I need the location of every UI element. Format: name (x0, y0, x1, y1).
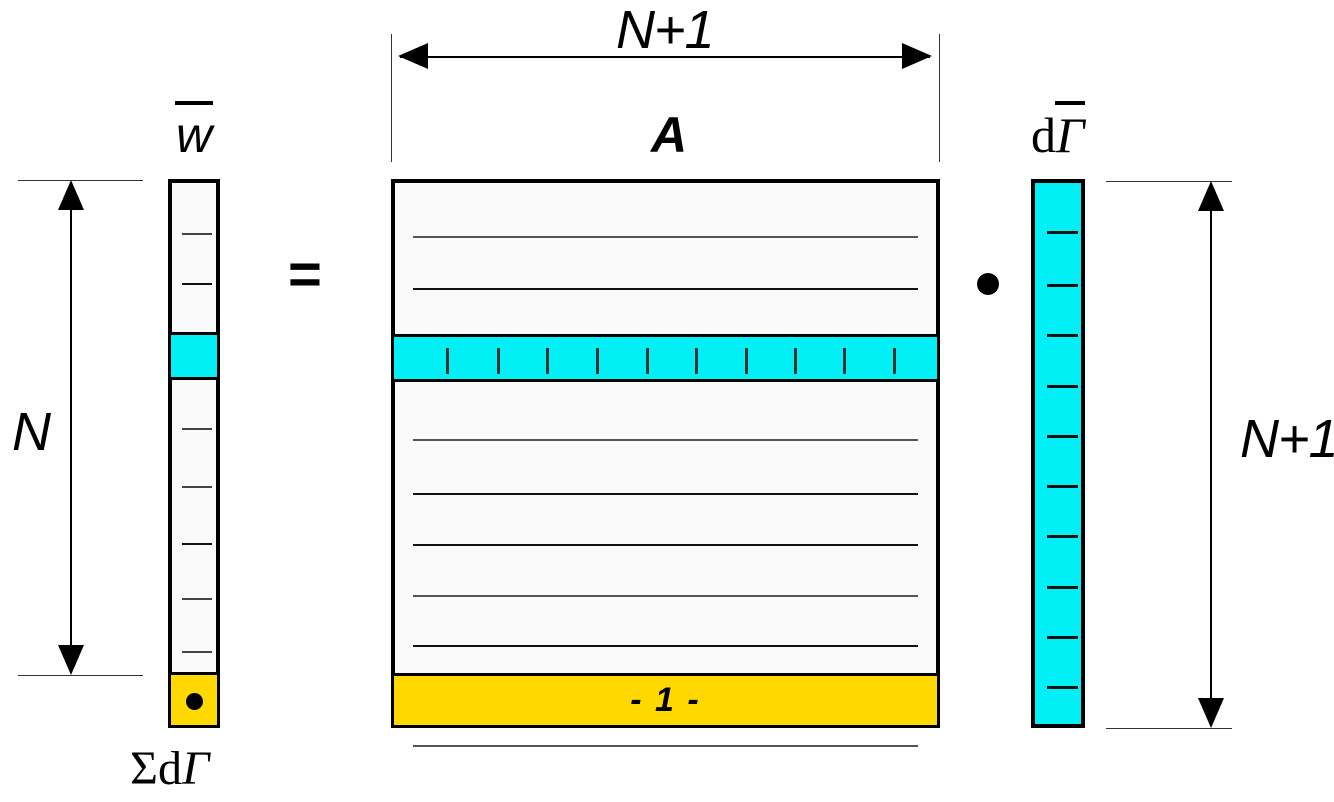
matrix-a-cyan-tick (546, 348, 549, 374)
vector-dgamma-gamma-glyph: Γ (1056, 107, 1085, 163)
vector-dgamma-d-glyph: d (1031, 107, 1056, 163)
left-dim-extension-bottom (18, 675, 143, 676)
matrix-a-cyan-tick (695, 348, 698, 374)
matrix-a-rule (413, 645, 918, 647)
sigma-glyph: Σ (130, 742, 158, 795)
vector-dgamma-tick (1047, 435, 1078, 438)
vector-w-tick (182, 428, 212, 430)
vector-w-tick (182, 651, 212, 653)
overbar-icon (1055, 101, 1086, 105)
gamma-glyph: Γ (181, 742, 210, 795)
sum-dgamma-label: ΣdΓ (130, 745, 209, 793)
top-dimension-label: N+1 (616, 0, 715, 60)
top-dim-extension-right (939, 34, 940, 162)
right-dimension-label: N+1 (1240, 409, 1334, 469)
left-dim-arrow-shaft (70, 186, 72, 668)
matrix-a-rule (413, 236, 918, 238)
matrix-a-cyan-tick (745, 348, 748, 374)
vector-w-box (168, 179, 220, 728)
left-dimension-label: N (12, 402, 51, 462)
vector-w-tick (182, 598, 212, 600)
vector-dgamma-tick (1047, 686, 1078, 689)
matrix-a-rule (413, 288, 918, 290)
matrix-a-symbol: A (651, 107, 688, 163)
matrix-a-cyan-tick (596, 348, 599, 374)
vector-dgamma-tick (1047, 231, 1078, 234)
left-dim-arrowhead-down-icon (58, 645, 84, 675)
vector-w-symbol: w (175, 100, 214, 163)
matrix-a-rule (413, 544, 918, 546)
vector-dgamma-tick (1047, 535, 1078, 538)
matrix-a-cyan-tick (893, 348, 896, 374)
vector-dgamma-tick (1047, 636, 1078, 639)
vector-dgamma-box (1031, 179, 1085, 728)
matrix-a-rule (413, 493, 918, 495)
vector-w-tick (182, 543, 212, 545)
matrix-a-cyan-tick (646, 348, 649, 374)
right-dim-arrowhead-up-icon (1198, 181, 1224, 211)
matrix-a-box: - 1 - (391, 179, 940, 747)
matrix-a-cyan-tick (843, 348, 846, 374)
matrix-a-minus-one-text: - 1 - (630, 681, 701, 719)
top-dim-arrowhead-right-icon (902, 43, 932, 69)
right-dim-arrow-shaft (1210, 187, 1212, 721)
top-dim-arrowhead-left-icon (398, 43, 428, 69)
matrix-a-cyan-tick (497, 348, 500, 374)
vector-w-glyph: w (176, 107, 213, 163)
matrix-a-cyan-tick (446, 348, 449, 374)
matrix-a-rule (413, 595, 918, 597)
matrix-a-cyan-tick (794, 348, 797, 374)
vector-w-overbar-group: w (175, 100, 214, 163)
vector-w-tick (182, 283, 212, 285)
matrix-a-rule (413, 745, 918, 747)
d-glyph: d (157, 742, 182, 795)
vector-dgamma-tick (1047, 586, 1078, 589)
vector-dgamma-tick (1047, 334, 1078, 337)
matrix-a-yellow-row: - 1 - (394, 673, 937, 725)
vector-w-tick (182, 486, 212, 488)
vector-w-tick (182, 233, 212, 235)
vector-dgamma-tick (1047, 284, 1078, 287)
vector-w-cyan-cell (171, 332, 217, 380)
vector-dgamma-tick (1047, 485, 1078, 488)
vector-dgamma-tick (1047, 385, 1078, 388)
matrix-a-cyan-row (394, 334, 937, 382)
dot-product-operator-icon (977, 273, 999, 295)
right-dim-extension-bottom (1106, 728, 1232, 729)
vector-dgamma-overbar-group: Γ (1055, 100, 1086, 163)
overbar-icon (175, 101, 214, 105)
right-dim-arrowhead-down-icon (1198, 698, 1224, 728)
equals-sign: = (288, 242, 322, 307)
top-dim-arrow-shaft (400, 56, 930, 58)
top-dim-extension-left (391, 34, 392, 162)
vector-w-yellow-cell (171, 672, 217, 725)
left-dim-arrowhead-up-icon (58, 180, 84, 210)
sum-dgamma-dot-icon (186, 693, 203, 710)
right-dim-extension-top (1106, 181, 1232, 182)
matrix-a-rule (413, 439, 918, 441)
